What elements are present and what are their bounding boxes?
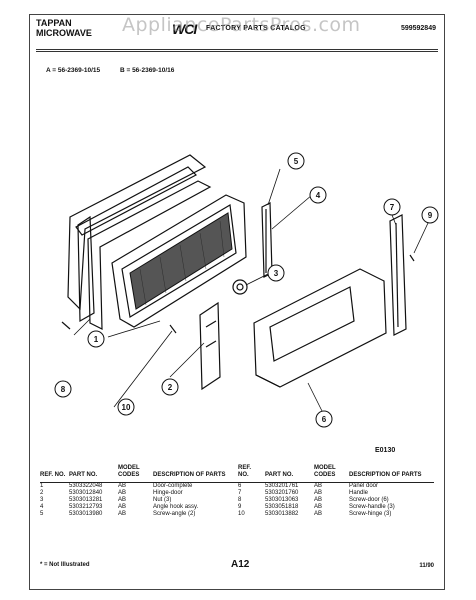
model-list: A = 56-2369-10/15 B = 56-2369-10/16	[46, 67, 192, 74]
screw-hinge-shape	[169, 324, 177, 334]
table-row: 9 5303051818 AB Screw-handle (3)	[238, 504, 434, 511]
brand-name: TAPPAN MICROWAVE	[36, 18, 92, 38]
nut-shape	[232, 279, 248, 295]
cell-ref: 5	[40, 511, 44, 517]
cell-ref: 10	[238, 511, 245, 517]
cell-model: AB	[314, 504, 323, 510]
panel-door-shape	[253, 268, 387, 388]
cell-ref: 1	[40, 483, 44, 489]
diagram-code: E0130	[375, 447, 396, 454]
col-model: MODEL CODES	[118, 465, 140, 478]
table-row: 8 5303013063 AB Screw-door (6)	[238, 497, 434, 504]
cell-part: 5303051818	[265, 504, 299, 510]
brand-line-2: MICROWAVE	[36, 28, 92, 38]
table-row: 2 5303012840 AB Hinge-door	[40, 490, 238, 497]
revision-date: 11/90	[419, 563, 434, 569]
cell-ref: 3	[40, 497, 44, 503]
brand-line-1: TAPPAN	[36, 18, 72, 28]
cell-model: AB	[314, 483, 323, 489]
cell-desc: Hinge-door	[153, 490, 183, 496]
model-b: B = 56-2369-10/16	[119, 67, 175, 74]
cell-part: 5303201760	[265, 490, 299, 496]
table-row: 7 5303201760 AB Handle	[238, 490, 434, 497]
parts-table-right: REF. NO. PART NO. MODEL CODES DESCRIPTIO…	[238, 465, 434, 518]
callout-6: 6	[322, 415, 327, 424]
catalog-title: FACTORY PARTS CATALOG	[206, 25, 306, 32]
callout-7: 7	[390, 203, 395, 212]
catalog-number: 599592849	[400, 25, 436, 32]
col-desc: DESCRIPTION OF PARTS	[153, 472, 226, 478]
cell-model: AB	[314, 511, 323, 517]
col-desc: DESCRIPTION OF PARTS	[349, 472, 422, 478]
exploded-parts-diagram: 1 2 3 4 5 6 7 8 9 10	[54, 152, 439, 428]
cell-part: 5303013063	[265, 497, 299, 503]
cell-model: AB	[118, 511, 127, 517]
handle-shape	[389, 214, 407, 336]
model-a: A = 56-2369-10/15	[46, 67, 101, 74]
callout-2: 2	[168, 383, 173, 392]
table-row: 10 5303013882 AB Screw-hinge (3)	[238, 511, 434, 518]
cell-model: AB	[118, 490, 127, 496]
callout-8: 8	[61, 385, 66, 394]
cell-model: AB	[118, 504, 127, 510]
cell-desc: Screw-angle (2)	[153, 511, 196, 517]
cell-ref: 4	[40, 504, 44, 510]
door-complete-shape	[111, 194, 247, 328]
cell-desc: Angle hook assy.	[153, 504, 199, 510]
cell-model: AB	[118, 497, 127, 503]
cell-ref: 2	[40, 490, 44, 496]
col-ref: REF. NO.	[40, 472, 66, 478]
parts-table-left: REF. NO. PART NO. MODEL CODES DESCRIPTIO…	[40, 465, 238, 518]
cell-desc: Handle	[349, 490, 369, 496]
cell-part: 5303322048	[69, 483, 103, 489]
cell-part: 5303013882	[265, 511, 299, 517]
hinge-shape	[199, 301, 221, 391]
cell-desc: Door-complete	[153, 483, 193, 489]
callout-3: 3	[274, 269, 279, 278]
cell-part: 5303212793	[69, 504, 103, 510]
callout-9: 9	[428, 211, 433, 220]
col-ref: REF. NO.	[238, 465, 252, 478]
page-number: A12	[231, 559, 250, 570]
cell-part: 5303013980	[69, 511, 103, 517]
cell-part: 5303201761	[265, 483, 299, 489]
cell-desc: Screw-hinge (3)	[349, 511, 392, 517]
cell-part: 5303013281	[69, 497, 103, 503]
cell-ref: 9	[238, 504, 242, 510]
col-part: PART NO.	[69, 472, 98, 478]
cell-part: 5303012840	[69, 490, 103, 496]
door-frame-back	[67, 154, 207, 311]
table-row: 1 5303322048 AB Door-complete	[40, 483, 238, 491]
parts-catalog-page: TAPPAN MICROWAVE WCI FACTORY PARTS CATAL…	[29, 14, 445, 590]
table-row: 6 5303201761 AB Panel door	[238, 483, 434, 491]
header-rule	[36, 49, 438, 50]
cell-ref: 6	[238, 483, 242, 489]
cell-model: AB	[314, 490, 323, 496]
callout-1: 1	[94, 335, 99, 344]
cell-ref: 8	[238, 497, 242, 503]
watermark: AppliancePartsPros.com	[122, 14, 361, 36]
table-row: 5 5303013980 AB Screw-angle (2)	[40, 511, 238, 518]
angle-hook-shape	[261, 202, 273, 278]
callout-4: 4	[316, 191, 321, 200]
cell-desc: Screw-door (6)	[349, 497, 389, 503]
col-model: MODEL CODES	[314, 465, 336, 478]
callout-10: 10	[122, 403, 131, 412]
cell-desc: Screw-handle (3)	[349, 504, 395, 510]
door-mesh-window	[129, 212, 233, 310]
screw-door-shape	[61, 321, 71, 330]
cell-desc: Nut (3)	[153, 497, 172, 503]
table-row: 4 5303212793 AB Angle hook assy.	[40, 504, 238, 511]
callout-5: 5	[294, 157, 299, 166]
header-rule-2	[36, 51, 438, 52]
table-row: 3 5303013281 AB Nut (3)	[40, 497, 238, 504]
not-illustrated-note: * = Not Illustrated	[40, 562, 90, 568]
cell-model: AB	[118, 483, 127, 489]
col-part: PART NO.	[265, 472, 294, 478]
cell-desc: Panel door	[349, 483, 379, 489]
wci-logo: WCI	[172, 21, 197, 37]
cell-ref: 7	[238, 490, 242, 496]
cell-model: AB	[314, 497, 323, 503]
screw-handle-shape	[409, 254, 415, 262]
